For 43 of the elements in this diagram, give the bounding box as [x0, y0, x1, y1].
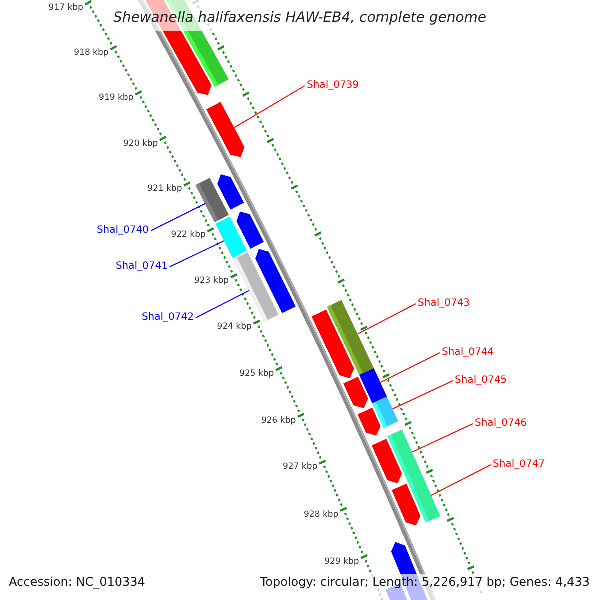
gene-label: Shal_0745: [455, 374, 508, 388]
scale-label: 928 kbp: [304, 510, 339, 521]
leader-line: [430, 464, 492, 496]
gene-feature: [234, 252, 279, 322]
scale-label: 920 kbp: [124, 138, 158, 150]
leader-line: [196, 290, 250, 318]
leader-line: [357, 304, 416, 335]
scale-label: 925 kbp: [240, 368, 274, 380]
gene-feature: [327, 300, 374, 376]
leader-line: [234, 86, 306, 128]
gene-label: Shal_0744: [442, 346, 494, 360]
scale-label: 927 kbp: [282, 462, 318, 474]
gene-label: Shal_0741: [116, 260, 168, 274]
genome-summary-text: Topology: circular; Length: 5,226,917 bp; Genes: 4,433: [260, 575, 590, 590]
leader-line: [380, 352, 440, 384]
leader-line: [170, 240, 225, 268]
gene-feature: [360, 368, 388, 404]
accession-text: Accession: NC_010334: [9, 575, 146, 590]
gene-feature: [372, 396, 398, 428]
scale-label: 917 kbp: [48, 3, 84, 14]
scale-label: 918 kbp: [74, 48, 109, 59]
scale-label: 929 kbp: [324, 556, 360, 568]
gene-feature: [216, 216, 248, 258]
gene-label: Shal_0747: [493, 458, 546, 472]
scale-label: 923 kbp: [194, 276, 230, 288]
gene-label: Shal_0742: [142, 311, 194, 325]
gene-label: Shal_0740: [96, 224, 149, 238]
gene-feature: [206, 102, 245, 158]
gene-feature: [388, 430, 422, 482]
gene-label: Shal_0739: [307, 79, 360, 93]
gene-feature: [196, 178, 230, 222]
gene-label: Shal_0746: [475, 417, 528, 431]
scale-label: 921 kbp: [148, 184, 182, 196]
gene-label: Shal_0743: [418, 297, 470, 311]
leader-line: [150, 203, 206, 232]
scale-label: 926 kbp: [261, 416, 296, 427]
leader-line: [412, 424, 474, 453]
gene-feature: [408, 474, 440, 523]
map-title: Shewanella halifaxensis HAW-EB4, complete genome: [113, 10, 487, 26]
scale-label: 919 kbp: [99, 93, 134, 104]
scale-label: 922 kbp: [171, 230, 206, 242]
scale-label: 924 kbp: [217, 322, 252, 334]
leader-line: [392, 380, 454, 410]
